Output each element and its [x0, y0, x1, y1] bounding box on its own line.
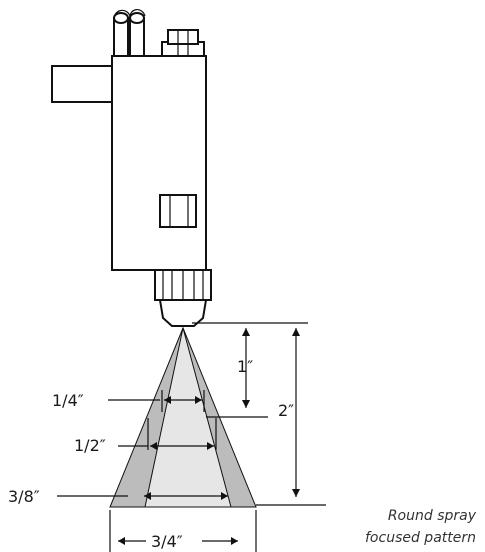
caption-line-2: focused pattern: [365, 530, 476, 546]
label-quarter-inch: 1/4″: [52, 391, 84, 410]
dimension-half-inch: [118, 418, 217, 450]
dimension-quarter-inch: [108, 390, 205, 412]
dimension-2-inch: [256, 328, 326, 506]
label-half-inch: 1/2″: [74, 436, 106, 455]
top-fitting: [161, 29, 205, 57]
label-three-eighths: 3/8″: [8, 487, 40, 506]
label-three-quarter: 3/4″: [151, 532, 183, 551]
dimension-1-inch: [206, 328, 268, 418]
valve-body: [111, 55, 207, 271]
nozzle-nut: [154, 269, 212, 301]
caption-line-1: Round spray: [388, 508, 477, 524]
nozzle-tip: [158, 299, 208, 327]
side-block: [159, 194, 197, 228]
dimension-three-eighths: [57, 492, 228, 500]
dimension-three-quarter: [109, 510, 257, 552]
label-1-inch: 1″: [237, 357, 253, 376]
label-2-inch: 2″: [278, 401, 294, 420]
